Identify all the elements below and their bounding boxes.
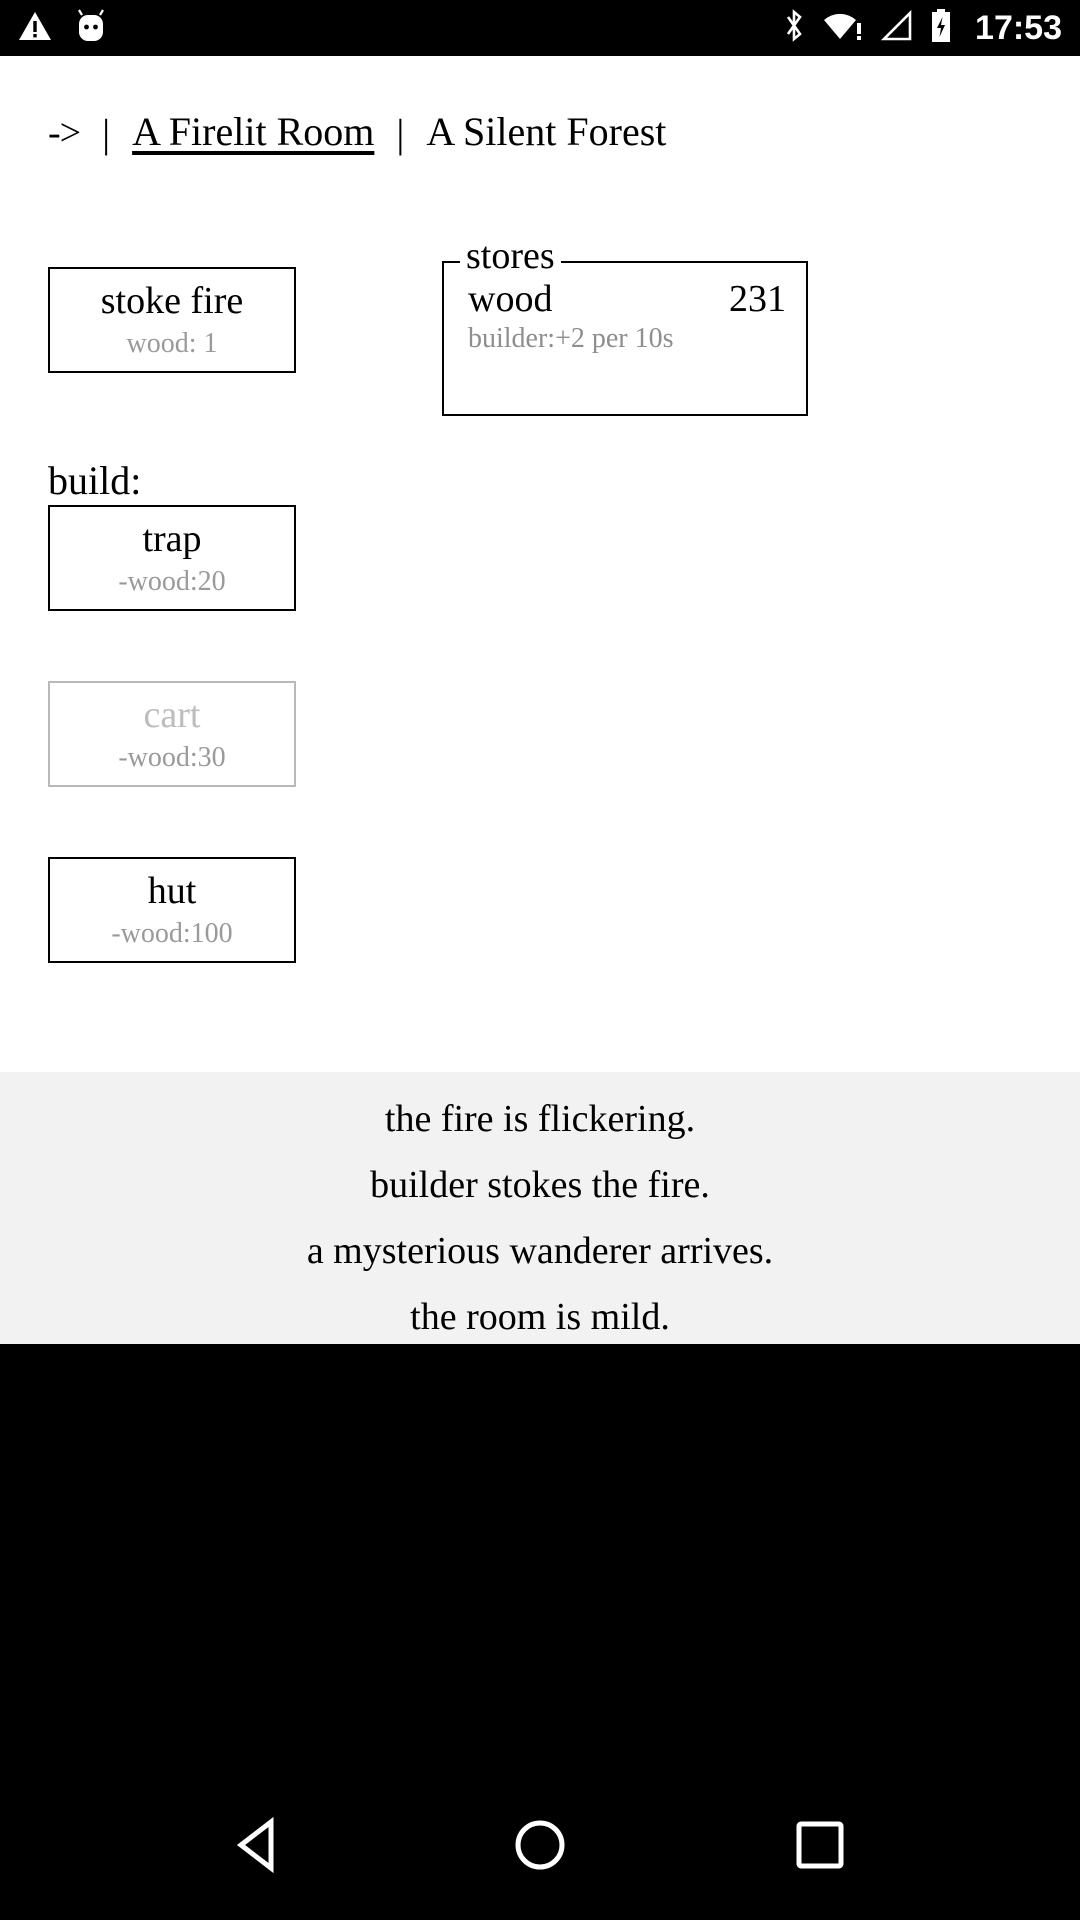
stores-wood-label: wood: [468, 278, 553, 320]
stores-wood-income: builder:+2 per 10s: [468, 323, 674, 354]
back-triangle-icon[interactable]: [205, 1790, 315, 1900]
android-head-icon: [74, 8, 108, 48]
build-trap-cost: -wood:20: [118, 566, 226, 598]
build-trap-label: trap: [142, 518, 202, 560]
recents-square-icon[interactable]: [765, 1790, 875, 1900]
tab-a-silent-forest[interactable]: A Silent Forest: [426, 109, 667, 154]
android-navigation-bar: [0, 1770, 1080, 1920]
status-bar-left-icons: [18, 8, 781, 48]
stoke-fire-label: stoke fire: [100, 280, 244, 322]
game-viewport: -> | A Firelit Room | A Silent Forest st…: [0, 56, 1080, 1344]
stores-wood-value: 231: [729, 278, 786, 320]
build-cart-label: cart: [143, 694, 201, 736]
build-hut-button[interactable]: hut -wood:100: [48, 857, 296, 964]
build-hut-label: hut: [147, 870, 197, 912]
status-bar-right-icons: 17:53: [781, 8, 1062, 49]
stores-panel: stores wood 231 builder:+2 per 10s: [442, 237, 808, 416]
tab-a-firelit-room[interactable]: A Firelit Room: [132, 109, 375, 154]
location-header: -> | A Firelit Room | A Silent Forest: [0, 56, 1080, 156]
log-message: the fire is flickering.: [384, 1098, 696, 1140]
cell-signal-icon: [879, 9, 913, 48]
log-message: builder stokes the fire.: [370, 1164, 710, 1206]
home-circle-icon[interactable]: [485, 1790, 595, 1900]
status-bar-clock: 17:53: [975, 8, 1062, 47]
status-bar: 17:53: [0, 0, 1080, 56]
stoke-fire-button[interactable]: stoke fire wood: 1: [48, 267, 296, 374]
stoke-fire-cost: wood: 1: [126, 328, 218, 360]
header-arrow: ->: [48, 112, 81, 154]
build-cart-button[interactable]: cart -wood:30: [48, 681, 296, 788]
build-cart-cost: -wood:30: [118, 742, 226, 774]
header-separator-1: |: [102, 111, 111, 156]
system-area: [0, 1344, 1080, 1920]
build-hut-cost: -wood:100: [111, 918, 233, 950]
room-panel: stoke fire wood: 1 build: trap -wood:20 …: [0, 237, 1080, 1121]
stores-legend: stores: [460, 237, 561, 275]
log-message: a mysterious wanderer arrives.: [306, 1230, 774, 1272]
wifi-warning-icon: [823, 9, 863, 48]
notification-log: the fire is flickering. builder stokes t…: [0, 1072, 1080, 1344]
battery-charging-icon: [929, 8, 953, 49]
warning-triangle-icon: [18, 10, 52, 47]
build-trap-button[interactable]: trap -wood:20: [48, 505, 296, 612]
build-heading: build:: [48, 458, 142, 503]
bluetooth-icon: [781, 8, 807, 49]
header-separator-2: |: [396, 111, 405, 156]
log-message: the room is mild.: [410, 1296, 670, 1338]
stores-row-wood: wood 231: [444, 263, 806, 321]
